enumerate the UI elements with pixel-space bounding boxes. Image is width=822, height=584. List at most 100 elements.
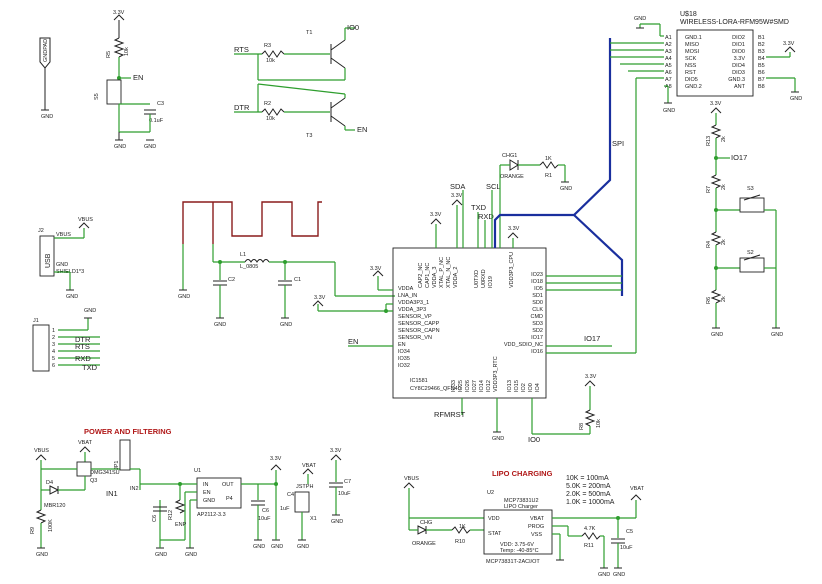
svg-text:IN: IN [203,482,209,488]
svg-text:VBAT: VBAT [530,516,545,522]
svg-text:WIRELESS-LORA-RFM95W#SMD: WIRELESS-LORA-RFM95W#SMD [680,19,789,26]
svg-text:EN: EN [398,342,406,348]
svg-text:10k: 10k [266,58,275,64]
svg-text:GNDPAD: GNDPAD [43,39,49,62]
svg-text:JSTPH: JSTPH [296,484,313,490]
svg-text:2.0K = 500mA: 2.0K = 500mA [566,491,611,498]
svg-text:IO17: IO17 [531,335,543,341]
svg-text:IO32: IO32 [398,363,410,369]
svg-text:NSS: NSS [685,63,697,69]
svg-text:GND: GND [56,262,68,268]
svg-text:B6: B6 [758,70,765,76]
svg-text:3.3V: 3.3V [370,266,382,272]
svg-text:IO0: IO0 [528,383,534,392]
svg-text:GND: GND [66,294,78,300]
mcu-ic: VDDA LNA_IN VDDA3P3_1 VDDA_3P3 SENSOR_VP… [312,182,636,444]
svg-text:VDDA: VDDA [398,286,414,292]
svg-text:ORANGE: ORANGE [500,174,524,180]
svg-text:GND: GND [297,544,309,550]
antenna-filter: GND L1 L_0805 C2 GND C1 GND [178,201,395,328]
svg-text:C2: C2 [228,277,235,283]
svg-text:1K: 1K [459,524,466,530]
svg-text:6: 6 [52,363,55,369]
lipo-charging-section: LIPO CHARGING 10K = 100mA 5.0K = 200mA 2… [403,469,645,578]
svg-text:DTR: DTR [234,103,250,112]
svg-text:ORANGE: ORANGE [412,541,436,547]
svg-text:L_0805: L_0805 [240,264,258,270]
svg-text:GND: GND [36,552,48,558]
svg-text:DMG341SU: DMG341SU [90,470,120,476]
svg-text:RST: RST [685,70,697,76]
svg-text:DIO3: DIO3 [732,70,745,76]
svg-text:XTAL_P_NC: XTAL_P_NC [439,257,445,288]
svg-text:GND: GND [331,519,343,525]
svg-text:LIPO Charger: LIPO Charger [504,504,538,510]
svg-text:EN: EN [357,125,367,134]
svg-text:CLK: CLK [532,307,543,313]
svg-text:STAT: STAT [488,531,502,537]
svg-text:VDD3P3_RTC: VDD3P3_RTC [493,356,499,392]
svg-text:B8: B8 [758,84,765,90]
svg-text:CHG1: CHG1 [502,153,517,159]
svg-text:MOSI: MOSI [685,49,700,55]
svg-text:IO34: IO34 [398,349,410,355]
svg-text:ANT: ANT [734,84,746,90]
svg-text:10uF: 10uF [620,545,633,551]
svg-text:C7: C7 [344,479,351,485]
svg-text:IO0: IO0 [528,435,540,444]
svg-text:A1: A1 [665,35,672,41]
svg-text:R8: R8 [579,423,585,430]
svg-text:S3: S3 [747,186,754,192]
svg-text:CY8C29466_QFN40: CY8C29466_QFN40 [410,386,461,392]
svg-text:R11: R11 [584,543,594,549]
svg-text:MCP73831U2: MCP73831U2 [504,498,539,504]
svg-text:CAP2_NC: CAP2_NC [418,263,424,288]
usb-connector: J2 USB VBUS GND SHIELD1*3 VBUS GND [38,217,93,300]
uart-header: J1 1 2 3 4 5 6 GND DTR RTS RXD TXD [32,308,100,372]
svg-text:SDA: SDA [450,182,465,191]
reset-circuit: 3.3V R5 10k EN S5 C3 0.1uF GND GND [94,10,164,150]
svg-text:GND: GND [114,144,126,150]
svg-text:R7: R7 [706,186,712,193]
svg-text:R4: R4 [706,241,712,248]
svg-text:S2: S2 [747,250,754,256]
svg-text:2k: 2k [721,296,727,302]
svg-text:IO19: IO19 [488,276,494,288]
svg-text:IO5: IO5 [534,286,543,292]
svg-text:10k: 10k [596,419,602,428]
svg-text:DIO5: DIO5 [685,77,698,83]
chg-led: CHG1 ORANGE 1K R1 GND [499,153,572,248]
svg-text:VBUS: VBUS [404,476,419,482]
svg-text:Q3: Q3 [90,478,97,484]
svg-text:B2: B2 [758,42,765,48]
svg-text:RXD: RXD [478,212,494,221]
svg-text:SENSOR_VP: SENSOR_VP [398,314,432,320]
svg-text:DIO1: DIO1 [732,42,745,48]
svg-text:D4: D4 [46,480,53,486]
svg-text:IO33: IO33 [451,380,457,392]
svg-text:SD0: SD0 [532,300,543,306]
svg-text:GND: GND [203,498,215,504]
svg-text:GND: GND [144,144,156,150]
svg-text:SD1: SD1 [532,293,543,299]
svg-text:GND: GND [598,572,610,578]
svg-text:IO25: IO25 [458,380,464,392]
svg-text:EN: EN [203,490,211,496]
svg-text:POWER AND FILTERING: POWER AND FILTERING [84,427,172,436]
svg-text:VBUS: VBUS [78,217,93,223]
spi-bus: SPI [493,38,664,353]
svg-text:B4: B4 [758,56,765,62]
svg-text:RFMRST: RFMRST [434,410,466,419]
svg-text:MISO: MISO [685,42,700,48]
svg-text:A2: A2 [665,42,672,48]
svg-text:100K: 100K [48,519,54,532]
svg-text:GND: GND [253,544,265,550]
svg-text:3.3V: 3.3V [314,295,326,301]
svg-text:5: 5 [52,356,55,362]
svg-text:GND: GND [771,332,783,338]
svg-text:A5: A5 [665,63,672,69]
svg-text:2: 2 [52,335,55,341]
svg-text:IO15: IO15 [514,380,520,392]
svg-text:GND: GND [492,436,504,442]
